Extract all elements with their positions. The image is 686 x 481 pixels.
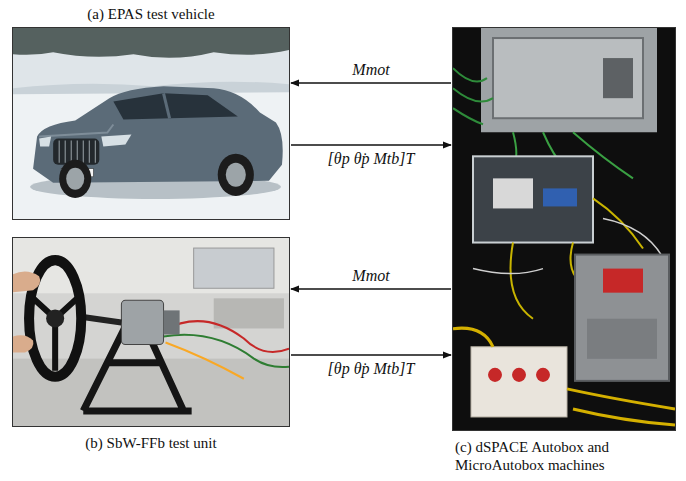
photo-caption: (a) EPAS test vehicle [13, 5, 289, 23]
hardware-photo-part [453, 28, 675, 430]
test-rig-photo-part [164, 335, 289, 367]
car-photo-part [39, 125, 113, 137]
car-photo [13, 28, 289, 219]
photo-box: (b) SbW-FFb test unit [12, 237, 290, 427]
hardware-photo-part [587, 319, 657, 359]
hardware-photo-part [473, 156, 593, 242]
hardware-photo-part [512, 368, 526, 382]
car-photo-part [66, 168, 84, 190]
photo-box: (c) dSPACE Autobox and MicroAutobox mach… [452, 27, 676, 431]
test-rig-photo-part [13, 238, 289, 293]
test-rig-photo-part [166, 343, 244, 379]
test-rig-photo-part [13, 335, 33, 352]
signal-label: [θp θ̇p Mtb]T [326, 149, 417, 168]
car-photo-part [226, 163, 246, 187]
signal-arrow [291, 354, 451, 355]
test-rig-photo-part [164, 310, 180, 334]
hardware-photo-part [493, 178, 533, 208]
test-rig-photo [13, 238, 289, 426]
car-photo-part [59, 160, 91, 198]
test-rig-photo-part [13, 272, 40, 293]
hardware-photo-part [543, 188, 577, 206]
hardware-photo-part [488, 368, 502, 382]
car-photo-part [39, 137, 51, 147]
hardware-photo-part [481, 28, 657, 132]
test-rig-photo-part [121, 300, 163, 344]
hardware-photo-part [536, 368, 550, 382]
car-photo-part [218, 154, 254, 196]
test-rig-photo-part [13, 238, 289, 426]
test-rig-photo-part [164, 321, 289, 352]
hardware-photo [453, 28, 675, 430]
test-rig-photo-part [194, 248, 274, 288]
signal-label: Mmot [350, 266, 391, 285]
signal-arrow [291, 82, 451, 83]
test-rig-photo-part [33, 298, 77, 370]
hardware-photo-part [453, 328, 675, 425]
car-photo-part [59, 141, 95, 163]
car-photo-part [13, 28, 289, 58]
hardware-photo-part [493, 38, 643, 118]
car-photo-part [113, 93, 237, 119]
car-photo-part [13, 28, 289, 219]
signal-arrow [291, 144, 451, 145]
hardware-photo-part [471, 347, 567, 417]
car-photo-part [164, 93, 170, 118]
photo-caption: (c) dSPACE Autobox and MicroAutobox mach… [453, 438, 675, 474]
photo-box: (a) EPAS test vehicle [12, 27, 290, 220]
signal-arrow [291, 288, 451, 289]
hardware-photo-part [453, 68, 493, 124]
hardware-photo-part [603, 269, 643, 293]
test-rig-photo-part [46, 309, 64, 327]
car-photo-part [101, 135, 131, 147]
hardware-photo-part [603, 58, 633, 98]
photo-caption: (b) SbW-FFb test unit [13, 434, 289, 452]
signal-label: Mmot [350, 60, 391, 79]
hardware-photo-part [575, 255, 669, 381]
signal-label: [θp θ̇p Mtb]T [326, 359, 417, 378]
test-rig-photo-part [214, 298, 284, 328]
